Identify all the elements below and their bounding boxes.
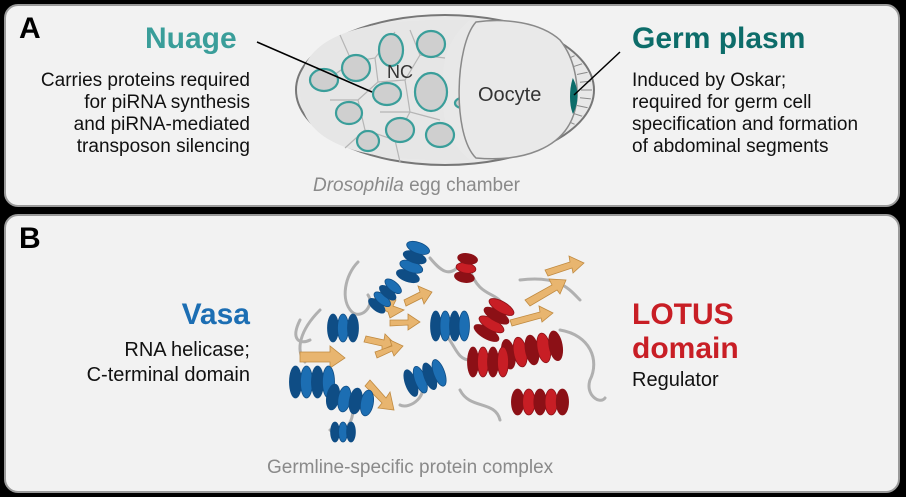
- panel-b: [4, 214, 900, 493]
- vasa-title: Vasa: [181, 298, 250, 331]
- vasa-helices: [289, 240, 470, 443]
- helix: [396, 240, 430, 284]
- helix: [325, 383, 375, 417]
- oocyte: [458, 19, 578, 160]
- helix: [368, 278, 402, 314]
- helix: [289, 365, 335, 399]
- lotus-helices: [454, 253, 569, 416]
- germ-plasm-description: Induced by Oskar; required for germ cell…: [632, 70, 859, 157]
- helix: [467, 346, 509, 378]
- helix: [500, 330, 564, 370]
- nc-label: NC: [387, 62, 413, 82]
- helix: [403, 359, 447, 397]
- germ-plasm-crescent: [570, 77, 578, 114]
- egg-chamber-diagram: [256, 14, 621, 166]
- nuage-description: Carries proteins required for piRNA synt…: [40, 70, 250, 157]
- helix: [330, 421, 356, 443]
- panel-b-caption: Germline-specific protein complex: [267, 457, 554, 478]
- helix: [473, 298, 515, 342]
- nurse-cell-nuclei: [308, 29, 471, 153]
- nuage-title: Nuage: [145, 22, 237, 55]
- oocyte-label: Oocyte: [478, 84, 542, 106]
- germ-plasm-title: Germ plasm: [632, 22, 806, 55]
- vasa-description: RNA helicase; C-terminal domain: [86, 339, 250, 386]
- helix: [430, 310, 470, 342]
- panel-a-caption: Drosophila egg chamber: [313, 175, 521, 196]
- lotus-subtitle: Regulator: [632, 369, 719, 391]
- helix: [327, 313, 359, 343]
- lotus-title: LOTUS domain: [632, 298, 739, 365]
- germ-plasm-pointer-line: [573, 51, 621, 96]
- panel-b-label: B: [19, 222, 41, 255]
- nuage-pointer-line: [256, 41, 373, 93]
- helix: [511, 388, 569, 416]
- helix: [454, 253, 478, 283]
- panel-a-label: A: [19, 12, 41, 45]
